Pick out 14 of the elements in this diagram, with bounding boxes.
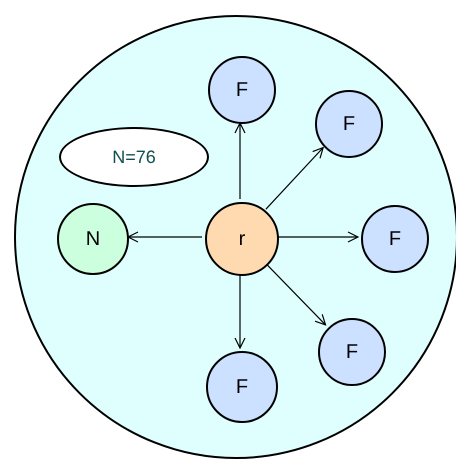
node-circle: N	[57, 203, 129, 275]
arrow	[234, 275, 246, 349]
node-circle: F	[208, 56, 276, 124]
node-circle: r	[205, 202, 279, 276]
label-ellipse: N=76	[59, 127, 209, 187]
arrow	[278, 231, 359, 243]
arrow	[127, 231, 202, 243]
arrow	[266, 264, 326, 326]
arrow	[265, 147, 324, 210]
node-circle: F	[315, 90, 383, 158]
node-circle: F	[318, 318, 386, 386]
node-circle: F	[361, 205, 429, 273]
node-circle: F	[206, 351, 278, 423]
arrow	[234, 122, 246, 199]
